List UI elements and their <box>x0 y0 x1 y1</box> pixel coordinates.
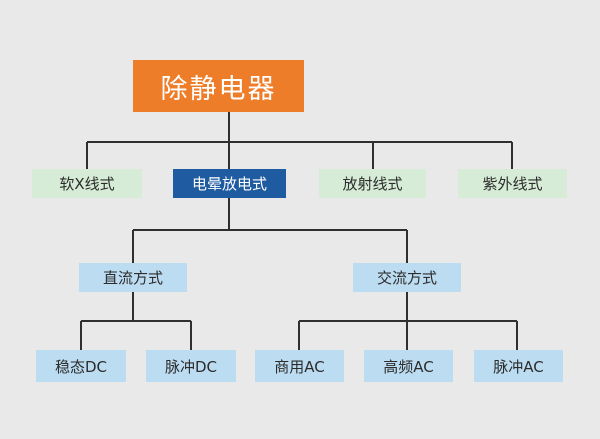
dc-node-steady: 稳态DC <box>36 350 126 382</box>
dc-node-pulse: 脉冲DC <box>146 350 236 382</box>
ac-node-high-frequency: 高频AC <box>364 350 453 382</box>
mode-node-ac: 交流方式 <box>353 263 461 292</box>
ac-node-commercial: 商用AC <box>255 350 344 382</box>
type-node-corona-discharge: 电晕放电式 <box>173 169 286 198</box>
root-node: 除静电器 <box>133 60 304 112</box>
type-node-radiation: 放射线式 <box>319 169 426 198</box>
type-node-ultraviolet: 紫外线式 <box>458 169 567 198</box>
mode-node-dc: 直流方式 <box>79 263 187 292</box>
type-node-soft-xray: 软X线式 <box>32 169 142 198</box>
ac-node-pulse: 脉冲AC <box>474 350 563 382</box>
